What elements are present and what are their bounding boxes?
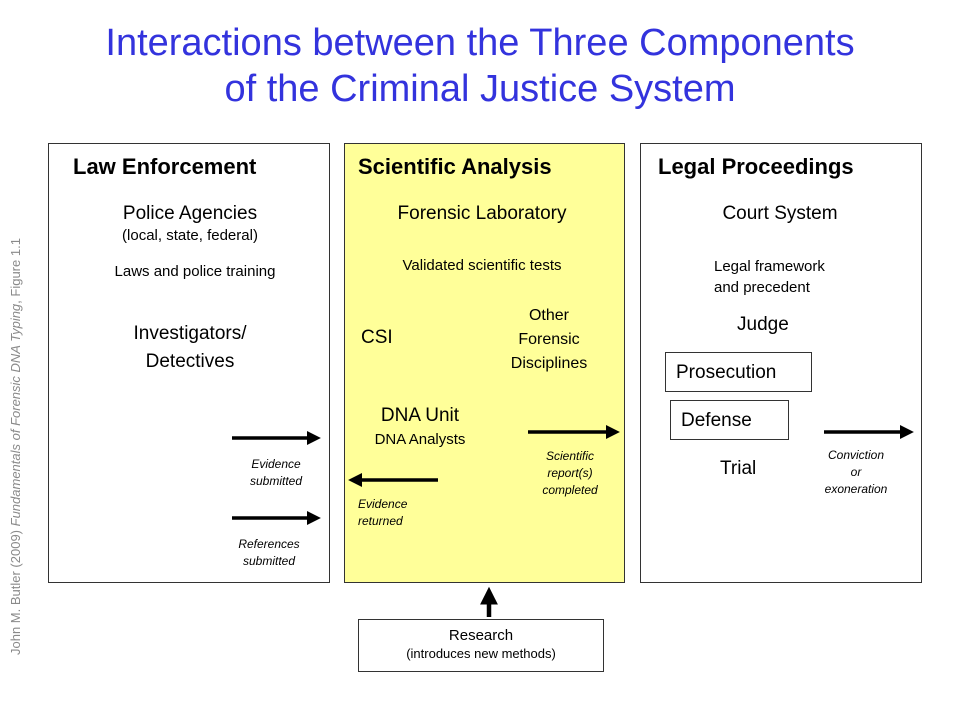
outcome-line-1: Conviction xyxy=(827,448,885,462)
investigators-line-1: Investigators/ xyxy=(133,323,247,344)
scientific-analysis-panel xyxy=(344,143,625,583)
police-agencies-sub: (local, state, federal) xyxy=(122,227,258,244)
scientific-report-line-1: Scientific xyxy=(545,449,595,463)
law-enforcement-heading: Law Enforcement xyxy=(73,154,257,179)
dna-analysts-text: DNA Analysts xyxy=(374,431,466,448)
forensic-laboratory-label: Forensic Laboratory xyxy=(397,203,567,224)
legal-framework-line-2: and precedent xyxy=(714,279,810,296)
evidence-returned-line-1: Evidence xyxy=(358,497,408,511)
page-title: Interactions between the Three Component… xyxy=(0,20,960,112)
police-agencies-label: Police Agencies (local, state, federal) xyxy=(90,203,290,247)
validated-tests-label: Validated scientific tests xyxy=(402,257,562,274)
references-submitted-line-1: References xyxy=(238,537,300,551)
title-line-2: of the Criminal Justice System xyxy=(224,68,736,110)
legal-proceedings-panel xyxy=(640,143,922,583)
legal-proceedings-heading: Legal Proceedings xyxy=(658,154,854,179)
other-disciplines-line-3: Disciplines xyxy=(510,355,588,372)
law-enforcement-panel xyxy=(48,143,330,583)
dna-unit-label: DNA Unit DNA Analysts xyxy=(350,404,490,452)
investigators-label: Investigators/ Detectives xyxy=(90,320,290,376)
dna-unit-text: DNA Unit xyxy=(380,405,460,426)
other-disciplines-line-1: Other xyxy=(528,307,569,324)
judge-label: Judge xyxy=(737,314,789,335)
evidence-submitted-label: Evidence submitted xyxy=(236,456,316,490)
trial-label: Trial xyxy=(720,458,757,479)
prosecution-box: Prosecution xyxy=(665,352,812,392)
evidence-submitted-line-2: submitted xyxy=(249,474,303,488)
research-label: Research xyxy=(448,627,514,644)
scientific-analysis-heading: Scientific Analysis xyxy=(358,154,552,179)
other-disciplines-label: Other Forensic Disciplines xyxy=(490,304,608,376)
scientific-report-line-3: completed xyxy=(542,483,598,497)
scientific-report-line-2: report(s) xyxy=(547,466,593,480)
evidence-submitted-line-1: Evidence xyxy=(251,457,301,471)
investigators-line-2: Detectives xyxy=(145,351,235,372)
court-system-label: Court System xyxy=(722,203,838,224)
csi-label: CSI xyxy=(361,327,393,348)
research-sub: (introduces new methods) xyxy=(406,646,556,661)
outcome-line-3: exoneration xyxy=(824,482,888,496)
legal-framework-label: Legal framework and precedent xyxy=(714,256,825,298)
training-label: Laws and police training xyxy=(114,263,276,280)
defense-box: Defense xyxy=(670,400,789,440)
evidence-returned-label: Evidence returned xyxy=(358,496,407,530)
title-line-1: Interactions between the Three Component… xyxy=(105,22,855,64)
scientific-report-label: Scientific report(s) completed xyxy=(522,448,618,499)
other-disciplines-line-2: Forensic xyxy=(518,331,580,348)
references-submitted-line-2: submitted xyxy=(242,554,296,568)
outcome-line-2: or xyxy=(850,465,862,479)
research-box: Research (introduces new methods) xyxy=(358,619,604,672)
evidence-returned-line-2: returned xyxy=(358,514,403,528)
legal-framework-line-1: Legal framework xyxy=(714,258,825,275)
outcome-label: Conviction or exoneration xyxy=(806,447,906,498)
references-submitted-label: References submitted xyxy=(226,536,312,570)
police-agencies-text: Police Agencies xyxy=(122,203,258,224)
